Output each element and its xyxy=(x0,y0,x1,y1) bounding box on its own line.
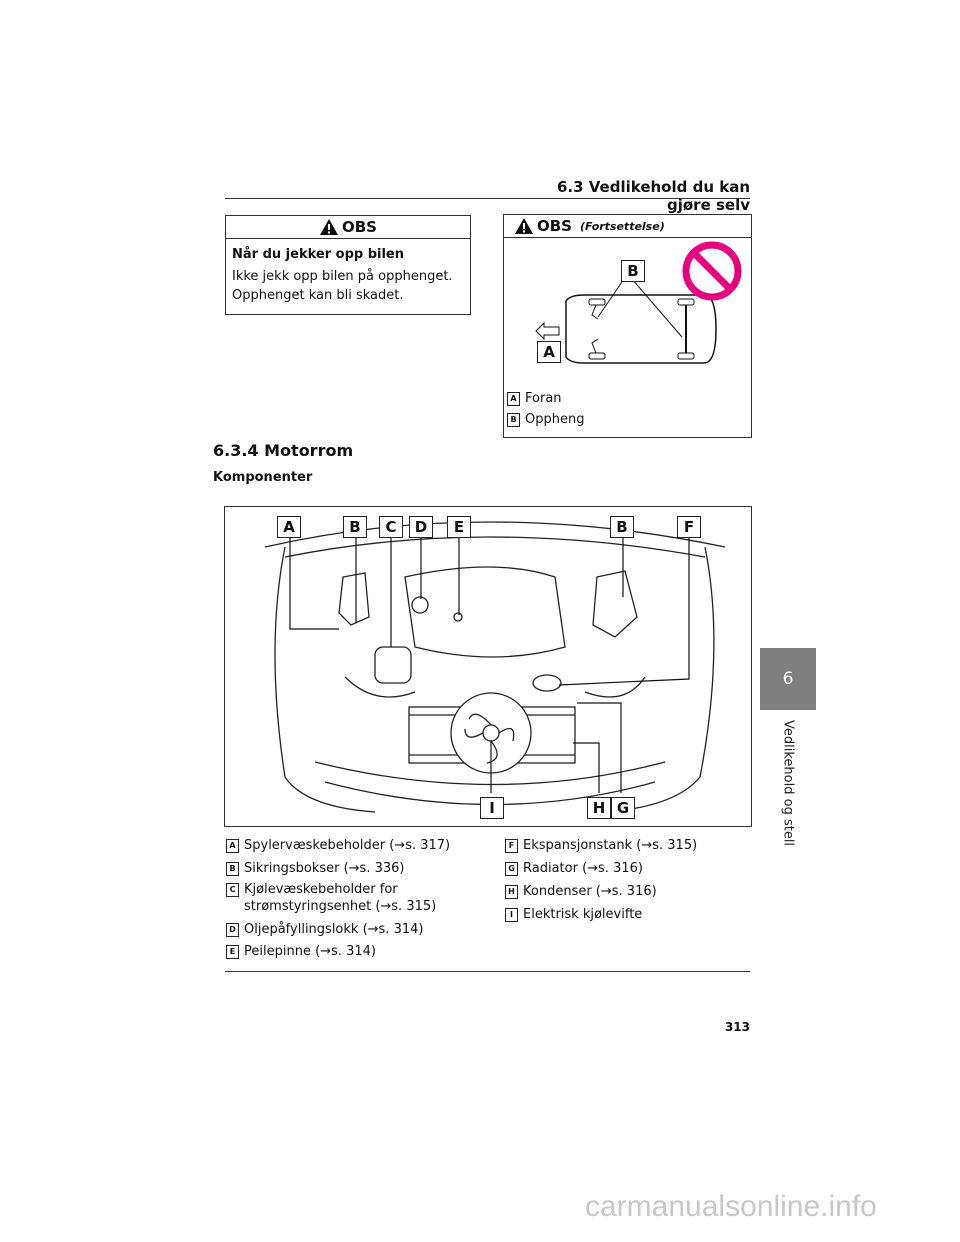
legend-text: Kjølevæskebeholder for xyxy=(244,882,398,897)
section-title: 6.3.4 Motorrom xyxy=(213,441,354,460)
legend-item-c: C Kjølevæskebeholder for strømstyringsen… xyxy=(226,881,436,915)
obs-text-line1: Ikke jekk opp bilen på opphenget. xyxy=(232,269,453,284)
legend-text: Oljepåfyllingslokk (→s. 314) xyxy=(244,922,424,937)
obs-subtitle: Når du jekker opp bilen xyxy=(232,247,405,262)
label-h-condenser: H xyxy=(587,797,611,819)
label-a-washer: A xyxy=(277,516,301,538)
footer-divider xyxy=(225,971,750,972)
legend-item-a: A Spylervæskebeholder (→s. 317) xyxy=(226,837,450,854)
legend-item-e: E Peilepinne (→s. 314) xyxy=(226,943,376,960)
label-i-fan: I xyxy=(480,797,504,819)
legend-item-b: B Sikringsbokser (→s. 336) xyxy=(226,860,404,877)
legend-key: B xyxy=(226,862,239,876)
prohibition-icon xyxy=(682,241,742,301)
engine-bay-figure: A B C D E B F I H G xyxy=(224,506,752,827)
legend-text: Elektrisk kjølevifte xyxy=(523,907,643,922)
legend-text: Oppheng xyxy=(525,412,585,427)
legend-item-f: F Ekspansjonstank (→s. 315) xyxy=(505,837,697,854)
legend-text-cont: strømstyringsenhet (→s. 315) xyxy=(244,899,437,914)
label-g-radiator: G xyxy=(611,797,635,819)
legend-key: B xyxy=(507,413,520,427)
obs-title: OBS xyxy=(342,218,377,236)
legend-item-g: G Radiator (→s. 316) xyxy=(505,860,643,877)
legend-item-i: I Elektrisk kjølevifte xyxy=(505,906,642,923)
label-d-oil-cap: D xyxy=(409,516,433,538)
legend-key: G xyxy=(505,862,518,876)
label-a-front: A xyxy=(537,341,561,363)
page-number: 313 xyxy=(724,1020,750,1034)
legend-text: Kondenser (→s. 316) xyxy=(523,884,657,899)
legend-text: Spylervæskebeholder (→s. 317) xyxy=(244,838,451,853)
legend-key: E xyxy=(226,945,239,959)
label-b-fuse-right: B xyxy=(610,516,634,538)
obs-continued-title: OBS xyxy=(537,217,572,235)
warning-icon xyxy=(320,219,338,235)
obs-continued-header: OBS (Fortsettelse) xyxy=(504,215,751,238)
label-b-fuse-left: B xyxy=(343,516,367,538)
obs-text-line2: Opphenget kan bli skadet. xyxy=(232,288,404,303)
legend-key: C xyxy=(226,883,239,897)
legend-item-h: H Kondenser (→s. 316) xyxy=(505,883,657,900)
legend-text: Ekspansjonstank (→s. 315) xyxy=(523,838,698,853)
legend-text: Foran xyxy=(525,391,562,406)
legend-key: H xyxy=(505,885,518,899)
legend-item-a: A Foran xyxy=(507,390,562,407)
legend-text: Radiator (→s. 316) xyxy=(523,861,643,876)
section-subtitle: Komponenter xyxy=(213,470,313,485)
header-divider xyxy=(225,198,750,199)
engine-bay-illustration xyxy=(264,521,726,813)
label-e-dipstick: E xyxy=(447,516,471,538)
chapter-title-text: Vedlikehold og stell xyxy=(780,720,796,847)
legend-text: Peilepinne (→s. 314) xyxy=(244,944,376,959)
chapter-title-vertical: Vedlikehold og stell xyxy=(753,720,823,850)
chapter-tab: 6 xyxy=(760,648,816,710)
obs-warning-box: OBS Når du jekker opp bilen Ikke jekk op… xyxy=(225,215,471,315)
watermark: carmanualsonline.info xyxy=(585,1190,877,1223)
section-header: 6.3 Vedlikehold du kan gjøre selv xyxy=(556,178,750,214)
label-c-coolant: C xyxy=(379,516,403,538)
legend-text: Sikringsbokser (→s. 336) xyxy=(244,861,405,876)
legend-key: A xyxy=(226,839,239,853)
label-b-suspension: B xyxy=(621,260,645,282)
legend-key: A xyxy=(507,392,520,406)
car-jacking-illustration xyxy=(535,241,742,364)
legend-item-d: D Oljepåfyllingslokk (→s. 314) xyxy=(226,921,423,938)
legend-key: I xyxy=(505,908,518,922)
obs-continued-box: OBS (Fortsettelse) B A A Foran B Oppheng xyxy=(503,214,752,438)
obs-header: OBS xyxy=(226,216,470,239)
label-f-expansion: F xyxy=(677,516,701,538)
legend-item-b: B Oppheng xyxy=(507,411,584,428)
warning-icon xyxy=(515,218,533,234)
legend-key: F xyxy=(505,839,518,853)
obs-continued-label: (Fortsettelse) xyxy=(580,219,665,233)
legend-key: D xyxy=(226,923,239,937)
